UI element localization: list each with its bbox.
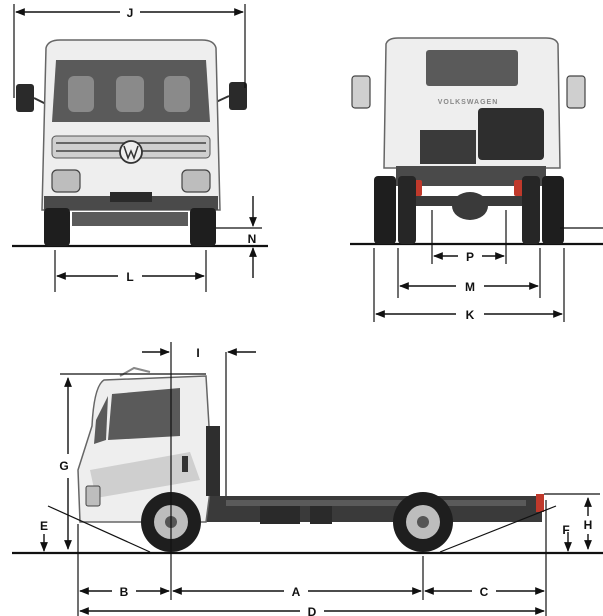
label-g: G — [59, 459, 68, 473]
side-view: I G E F H B A C D — [12, 342, 603, 616]
rear-right-mirror — [566, 75, 586, 109]
rear-right-inner-tire — [522, 176, 540, 244]
side-chassis-frame — [206, 496, 542, 522]
front-left-mirror — [16, 84, 34, 112]
label-l: L — [126, 270, 133, 284]
label-p: P — [466, 250, 474, 264]
label-c: C — [480, 585, 489, 599]
door-handle — [182, 456, 188, 472]
rear-left-outer-tire — [374, 176, 396, 244]
label-i: I — [196, 346, 199, 360]
label-d: D — [308, 605, 317, 616]
label-a: A — [292, 585, 301, 599]
rear-left-inner-tire — [398, 176, 416, 244]
side-exhaust-stack — [206, 426, 220, 496]
front-left-headlight — [51, 169, 81, 193]
front-left-tire — [44, 208, 70, 246]
label-h: H — [584, 518, 593, 532]
label-e: E — [40, 519, 48, 533]
front-bumper — [44, 196, 218, 210]
label-j: J — [127, 6, 134, 20]
rear-left-mirror — [351, 75, 371, 109]
front-right-tire — [190, 208, 216, 246]
side-rear-light — [536, 494, 544, 512]
front-right-headlight — [181, 169, 211, 193]
side-windshield — [94, 396, 108, 444]
label-m: M — [465, 280, 475, 294]
side-window — [108, 388, 180, 440]
rear-chassis — [396, 166, 546, 186]
front-view: J N L — [12, 4, 268, 292]
label-b: B — [120, 585, 129, 599]
front-right-mirror — [229, 82, 247, 110]
label-n: N — [248, 232, 257, 246]
rear-right-outer-tire — [542, 176, 564, 244]
rear-view: VOLKSWAGEN P M K — [350, 37, 603, 322]
rear-logo-text: VOLKSWAGEN — [438, 99, 499, 106]
label-k: K — [466, 308, 475, 322]
rear-window — [426, 50, 518, 86]
label-f: F — [562, 523, 569, 537]
engine-block — [478, 108, 544, 160]
